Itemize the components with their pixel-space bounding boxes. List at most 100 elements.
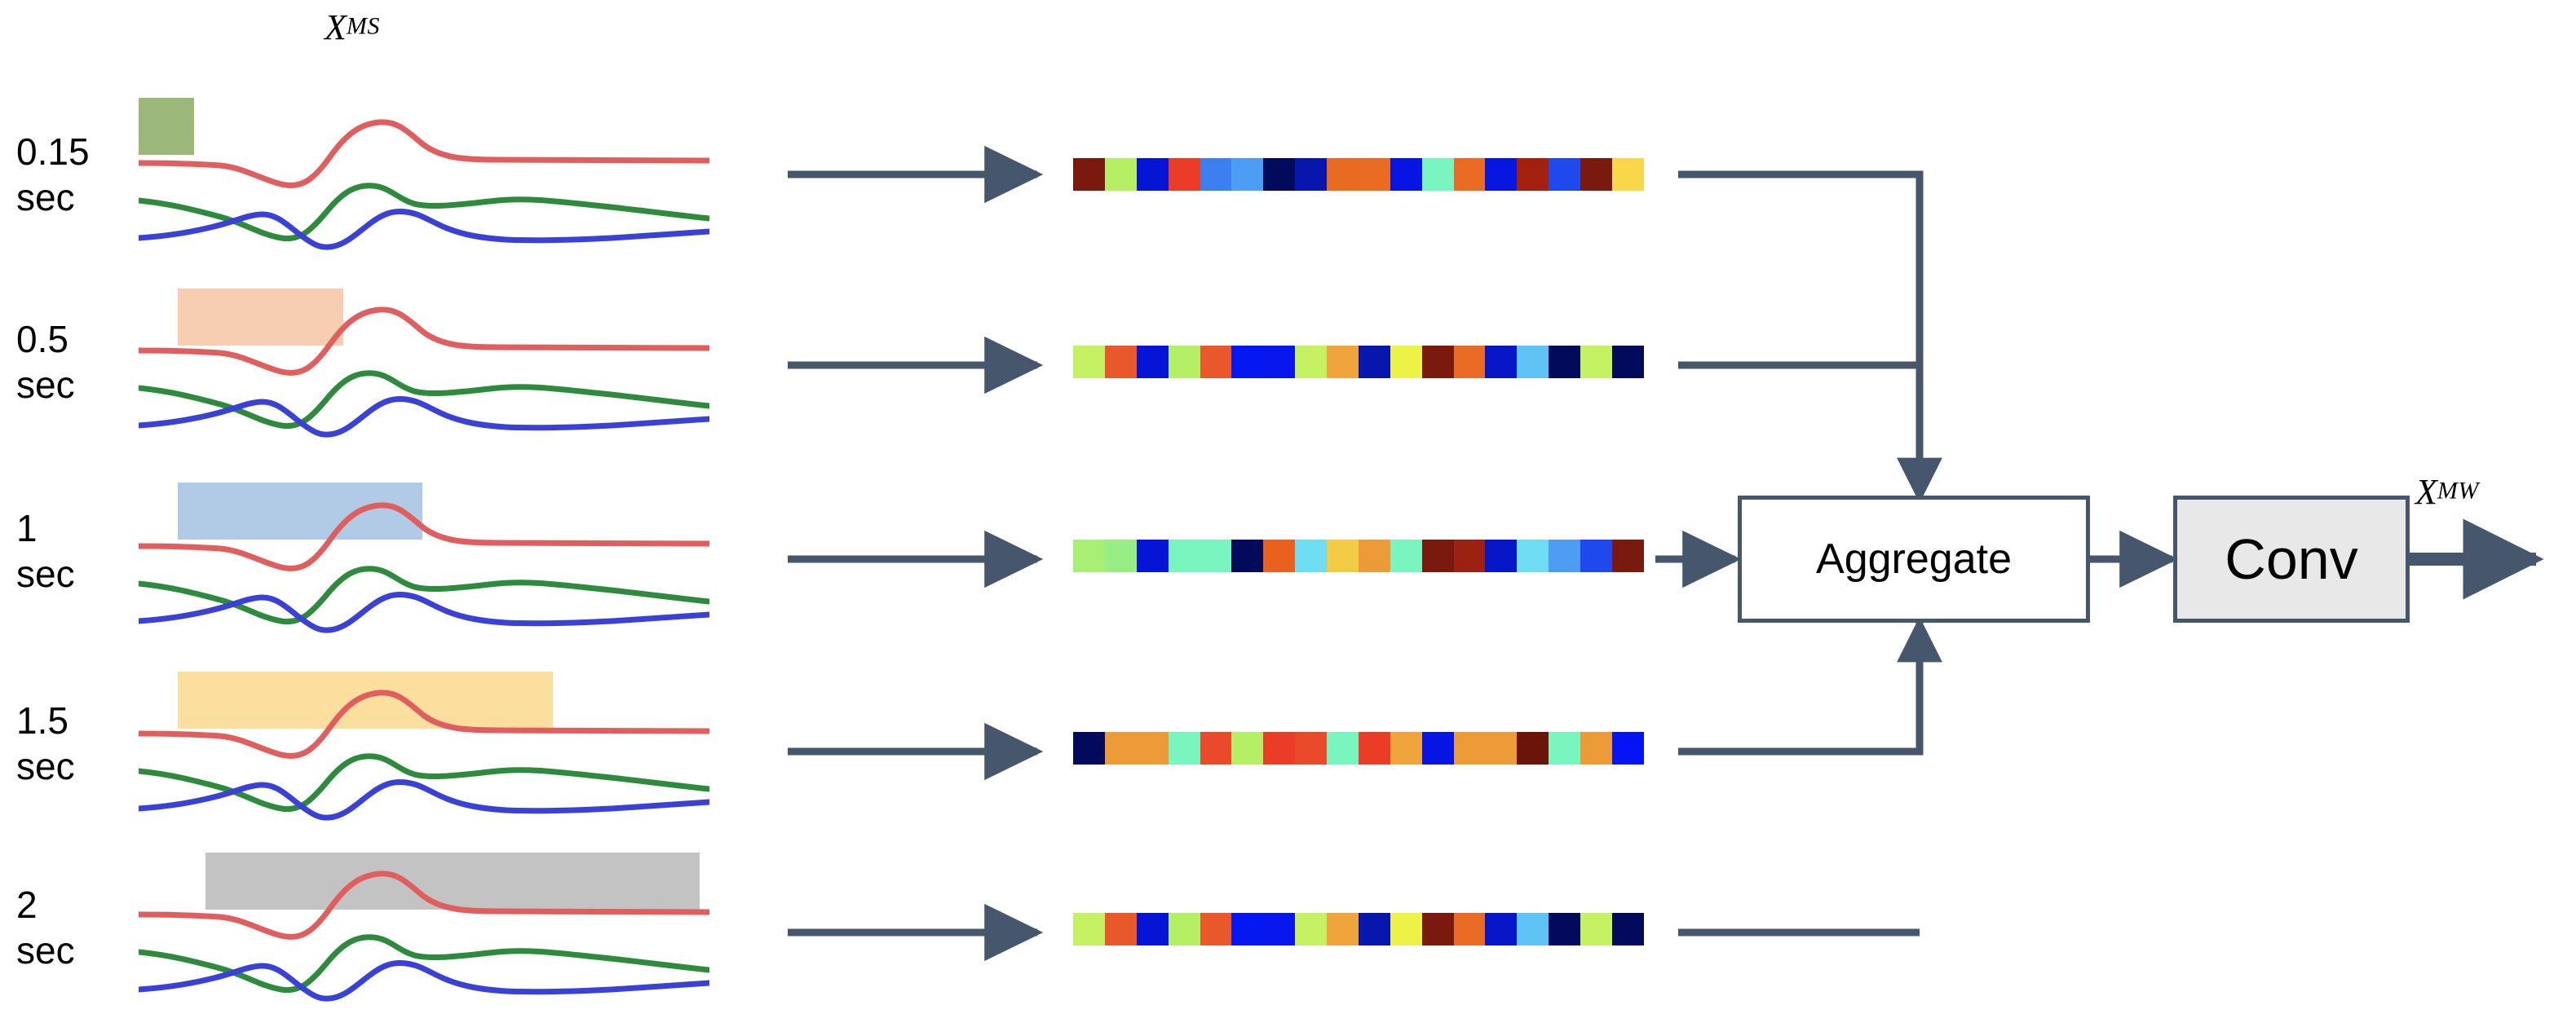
signal-blue-1	[139, 396, 709, 438]
signal-green-0	[139, 183, 709, 242]
row-window-2	[178, 483, 422, 540]
embedding-cell	[1327, 158, 1359, 191]
embedding-cell	[1517, 732, 1549, 765]
signal-red-0	[139, 119, 709, 188]
input-tensor-label: XMS	[325, 7, 380, 48]
xms-superscript: MS	[346, 12, 380, 40]
embedding-cell	[1390, 346, 1422, 378]
embedding-cell	[1549, 913, 1580, 945]
embedding-bar-3	[1073, 732, 1644, 765]
xms-base: X	[325, 7, 347, 47]
embedding-cell	[1580, 732, 1612, 765]
row-label-2: 1 sec	[16, 507, 75, 595]
embedding-cell	[1104, 732, 1137, 765]
embedding-cell	[1580, 346, 1612, 378]
aggregate-node[interactable]: Aggregate	[1738, 496, 2090, 623]
embedding-cell	[1390, 540, 1422, 572]
embedding-cell	[1453, 732, 1486, 765]
embedding-cell	[1327, 732, 1359, 765]
wire-row-0-to-aggregate	[1678, 170, 1924, 481]
embedding-bar-1	[1073, 346, 1644, 378]
embedding-cell	[1263, 158, 1296, 191]
embedding-cell	[1136, 346, 1169, 378]
row-signals-1	[139, 269, 709, 440]
embedding-cell	[1200, 540, 1232, 572]
conv-label: Conv	[2225, 527, 2358, 591]
embedding-cell	[1295, 913, 1327, 945]
signal-blue-3	[139, 779, 709, 821]
embedding-cell	[1485, 346, 1518, 378]
row-signals-3	[139, 652, 709, 823]
embedding-cell	[1611, 158, 1644, 191]
embedding-cell	[1200, 732, 1232, 765]
embedding-cell	[1549, 540, 1580, 572]
embedding-cell	[1421, 158, 1454, 191]
embedding-cell	[1358, 540, 1390, 572]
embedding-cell	[1073, 346, 1105, 378]
embedding-cell	[1136, 732, 1169, 765]
embedding-cell	[1453, 540, 1486, 572]
xmw-base: X	[2415, 472, 2437, 512]
embedding-cell	[1421, 540, 1454, 572]
embedding-cell	[1358, 158, 1390, 191]
embedding-cell	[1295, 346, 1327, 378]
embedding-cell	[1104, 346, 1137, 378]
embedding-cell	[1073, 732, 1105, 765]
xmw-superscript: MW	[2437, 477, 2479, 505]
embedding-cell	[1295, 158, 1327, 191]
embedding-cell	[1421, 346, 1454, 378]
embedding-cell	[1327, 540, 1359, 572]
embedding-cell	[1231, 346, 1264, 378]
embedding-cell	[1358, 913, 1390, 945]
embedding-cell	[1168, 913, 1200, 945]
embedding-cell	[1580, 913, 1612, 945]
output-tensor-label: XMW	[2415, 471, 2479, 513]
embedding-cell	[1263, 732, 1296, 765]
embedding-bar-4	[1073, 913, 1644, 945]
embedding-cell	[1611, 346, 1644, 378]
embedding-cell	[1421, 913, 1454, 945]
row-signals-0	[139, 82, 709, 253]
row-window-3	[178, 672, 553, 729]
embedding-cell	[1421, 732, 1454, 765]
embedding-cell	[1390, 913, 1422, 945]
embedding-cell	[1295, 732, 1327, 765]
embedding-cell	[1073, 540, 1105, 572]
embedding-cell	[1263, 346, 1296, 378]
embedding-cell	[1263, 540, 1296, 572]
conv-node[interactable]: Conv	[2173, 496, 2410, 623]
embedding-cell	[1200, 158, 1232, 191]
embedding-cell	[1517, 540, 1549, 572]
signal-red-1	[139, 306, 709, 376]
embedding-cell	[1453, 158, 1486, 191]
embedding-cell	[1327, 346, 1359, 378]
embedding-cell	[1485, 540, 1518, 572]
row-label-0: 0.15 sec	[16, 130, 90, 218]
embedding-cell	[1358, 732, 1390, 765]
embedding-cell	[1104, 540, 1137, 572]
embedding-cell	[1485, 732, 1518, 765]
wire-row-3-to-aggregate	[1678, 644, 1924, 756]
row-window-0	[139, 98, 194, 155]
embedding-cell	[1485, 913, 1518, 945]
embedding-cell	[1549, 346, 1580, 378]
embedding-cell	[1580, 158, 1612, 191]
embedding-cell	[1517, 913, 1549, 945]
signal-green-1	[139, 370, 709, 430]
signal-red-4	[139, 871, 709, 940]
embedding-cell	[1168, 540, 1200, 572]
signal-blue-0	[139, 209, 709, 250]
signal-blue-2	[139, 592, 709, 633]
signal-blue-4	[139, 960, 709, 1002]
embedding-cell	[1231, 540, 1264, 572]
embedding-cell	[1358, 346, 1390, 378]
embedding-cell	[1327, 913, 1359, 945]
signal-green-4	[139, 934, 709, 994]
embedding-cell	[1200, 913, 1232, 945]
embedding-cell	[1136, 158, 1169, 191]
embedding-cell	[1485, 158, 1518, 191]
embedding-cell	[1580, 540, 1612, 572]
embedding-cell	[1549, 732, 1580, 765]
aggregate-label: Aggregate	[1816, 536, 2012, 583]
signal-green-3	[139, 753, 709, 813]
